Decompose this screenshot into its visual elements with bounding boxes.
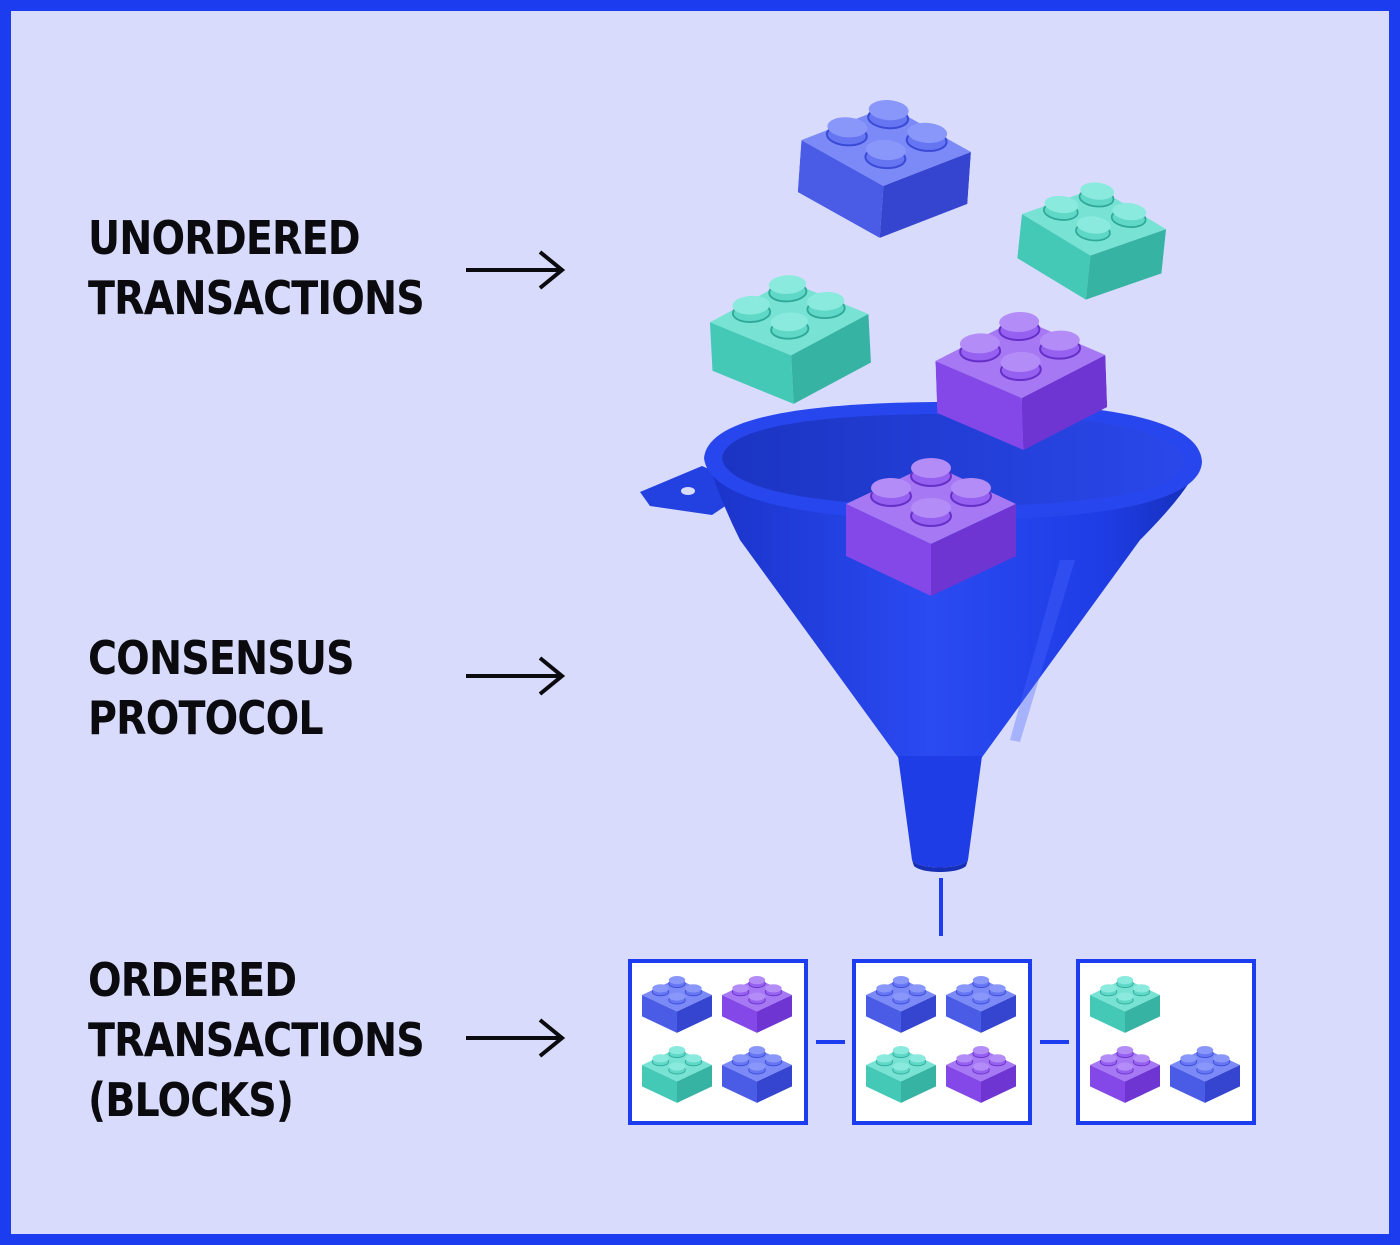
block-3: [1076, 959, 1256, 1125]
label-consensus-protocol: CONSENSUS PROTOCOL: [88, 631, 355, 745]
label-ordered-transactions: ORDERED TRANSACTIONS (BLOCKS): [88, 953, 425, 1127]
label-unordered-transactions: UNORDERED TRANSACTIONS: [88, 211, 425, 325]
lego-brick-icon: [1013, 174, 1172, 308]
lego-brick-icon: [706, 270, 874, 409]
funnel-icon: [640, 402, 1202, 872]
lego-brick-icon: [794, 93, 976, 244]
block-1: [628, 959, 808, 1125]
arrow-right-icon: [466, 1018, 566, 1058]
arrow-right-icon: [466, 250, 566, 290]
block-2: [852, 959, 1032, 1125]
arrow-right-icon: [466, 656, 566, 696]
